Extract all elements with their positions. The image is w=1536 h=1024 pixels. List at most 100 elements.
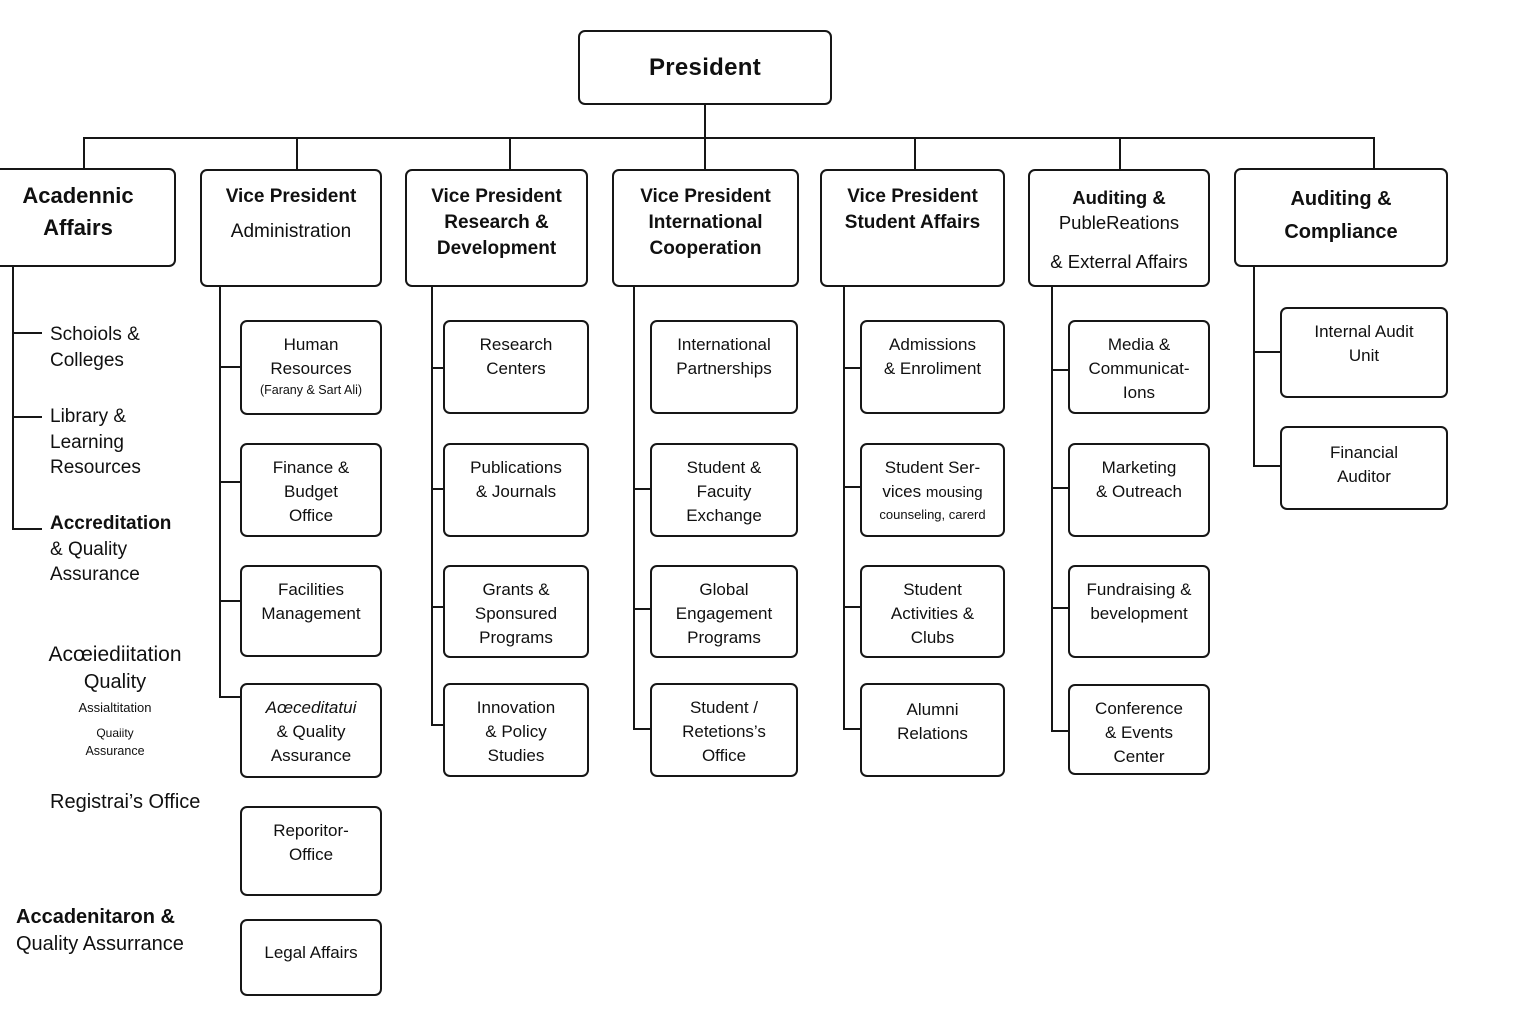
item-line: Quaiity [96,726,134,740]
connector [845,486,860,488]
node-line: Research & [444,212,549,233]
node-line: Development [436,238,557,259]
node-line: Auditing & [1290,188,1392,210]
connector [845,367,860,369]
connector [83,137,85,169]
node-line: Grants & [482,580,550,599]
node-line: Innovation [476,698,556,717]
node-line: Resources [270,359,352,378]
connector [14,416,42,418]
connector [914,137,916,170]
item-line: Colleges [50,349,124,371]
node-line: Relations [897,724,968,743]
org-node-global-engagement-programs: Global Engagement Programs [650,565,798,658]
node-line: Center [1113,747,1165,766]
org-node-internal-audit-unit: Internal Audit Unit [1280,307,1448,398]
node-line: Facilities [277,580,345,599]
connector [12,266,14,530]
node-line: Global [699,580,749,599]
node-line: Facuity [696,482,752,501]
item-line: & Quality [50,538,128,560]
org-node-media-communications: Media & Communicat- Ions [1068,320,1210,414]
node-line: & Policy [485,722,547,741]
org-node-student-faculty-exchange: Student & Facuity Exchange [650,443,798,537]
node-line: Conference [1095,699,1183,718]
connector [431,286,433,726]
connector [845,606,860,608]
node-line: International [677,335,771,354]
org-node-reporitor-office: Reporitor- Office [240,806,382,896]
node-line: Internal Audit [1314,322,1414,341]
node-line: Marketing [1101,458,1177,477]
org-node-student-services: Student Ser- vices mousing counseling, c… [860,443,1005,537]
node-line: Student [903,580,962,599]
org-node-human-resources: Human Resources (Farany & Sart Ali) [240,320,382,415]
node-line: & Journals [475,482,557,501]
org-node-financial-auditor: Financial Auditor [1280,426,1448,510]
org-node-student-activities-clubs: Student Activities & Clubs [860,565,1005,658]
org-node-auditing-compliance: Auditing & Compliance [1234,168,1448,267]
item-line: Quality Assurrance [16,933,184,955]
org-node-marketing-outreach: Marketing & Outreach [1068,443,1210,537]
connector [843,286,845,730]
connector [1255,465,1280,467]
org-node-publications-journals: Publications & Journals [443,443,589,537]
org-node-president: President [578,30,832,105]
node-line: Partnerships [676,359,772,378]
node-line: Student & [686,458,762,477]
node-line: Finance & [272,458,350,477]
connector [1373,137,1375,169]
org-node-vp-research-development: Vice President Research & Development [405,169,588,287]
node-line-part: vices [882,482,926,501]
org-node-grants-sponsored-programs: Grants & Sponsured Programs [443,565,589,658]
connector [1119,137,1121,170]
connector [1053,487,1068,489]
org-node-research-centers: Research Centers [443,320,589,414]
node-line: PubleReations [1058,212,1180,233]
org-node-alumni-relations: Alumni Relations [860,683,1005,777]
node-line: Student Affairs [844,212,981,233]
node-line: Human [283,335,339,354]
node-line: Programs [479,628,553,647]
node-line: Programs [687,628,761,647]
connector [1051,286,1053,732]
org-node-academic-affairs: Acadennic Affairs [0,168,176,267]
connector [635,608,650,610]
node-line: Alumni [906,700,959,719]
connector [704,137,706,170]
node-line: Publications [470,458,562,477]
node-line: Legal Affairs [264,943,358,962]
item-line: Quality [83,671,147,693]
connector [221,696,240,698]
connector [1255,351,1280,353]
node-line: & Quality [276,722,346,741]
node-line: Administration [230,221,352,242]
node-line: Centers [486,359,546,378]
node-line: Research [479,335,553,354]
connector [433,488,443,490]
org-node-facilities-management: Facilities Management [240,565,382,657]
node-line: Affairs [43,215,113,240]
org-node-vp-student-affairs: Vice President Student Affairs [820,169,1005,287]
item-line: Acœiediitation [48,643,182,666]
connector [83,137,1375,139]
connector [509,137,511,170]
node-line: Exchange [686,506,762,525]
node-note: (Farany & Sart Ali) [259,383,363,397]
node-line: Assurance [270,746,352,765]
node-line: Engagement [675,604,773,623]
node-line: Media & [1107,335,1171,354]
academic-item-registrars-office: Registrai’s Office [50,791,201,813]
node-label: President [648,53,762,81]
connector [433,367,443,369]
node-line: Clubs [910,628,955,647]
connector [1053,607,1068,609]
node-line: Aœceditatui [265,698,357,717]
org-node-admissions-enrolment: Admissions & Enroliment [860,320,1005,414]
node-line: International [648,212,763,233]
connector [221,366,240,368]
org-node-student-retentions-office: Student / Retetions’s Office [650,683,798,777]
node-line: Vice President [847,186,978,207]
org-node-auditing-public-relations: Auditing & PubleReations & Exterral Affa… [1028,169,1210,287]
